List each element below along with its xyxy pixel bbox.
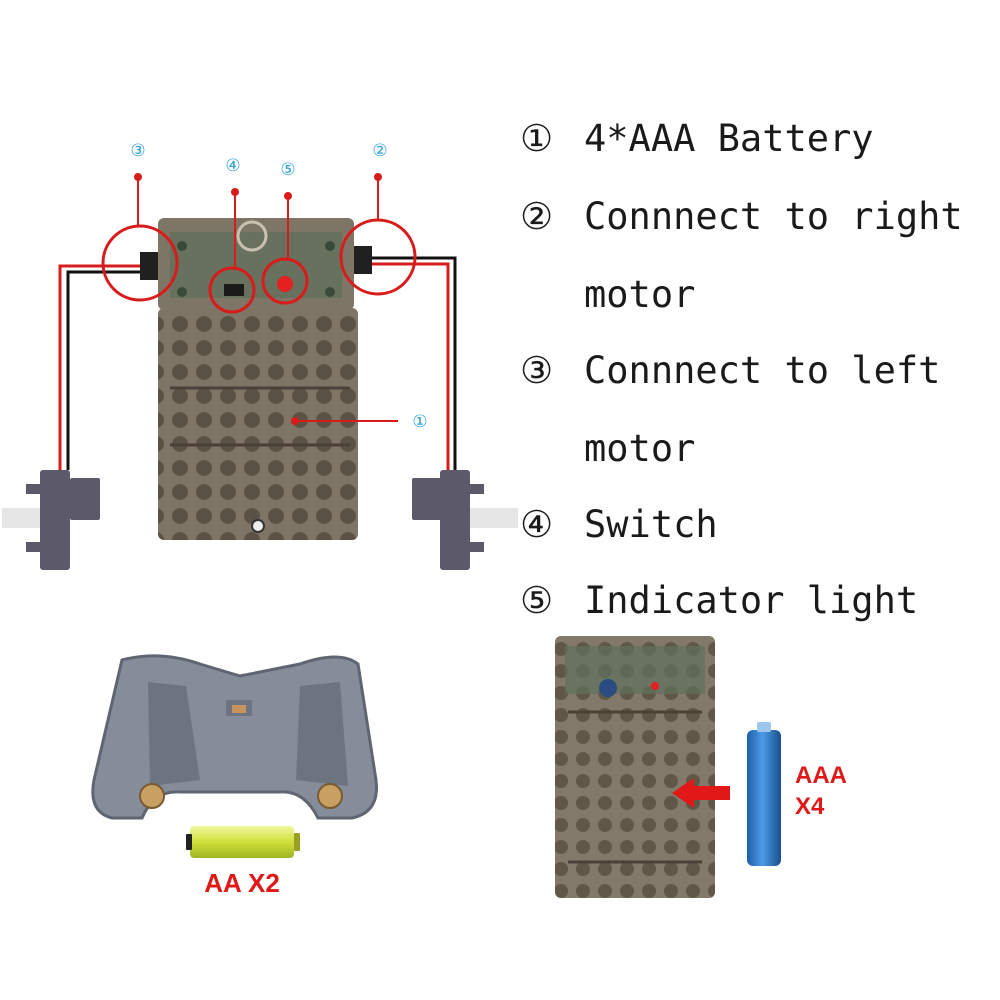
legend-item-4: ④ Switch	[520, 506, 718, 543]
aaa-label-line1: AAA	[795, 762, 847, 789]
callout-5: ⑤	[280, 160, 295, 180]
legend-item-1: ① 4*AAA Battery	[520, 120, 874, 157]
aa-battery	[186, 826, 300, 858]
callout-4: ④	[225, 156, 240, 176]
battery-compartment	[158, 308, 358, 540]
left-black-wire	[66, 270, 150, 470]
legend-num: ⑤	[520, 579, 554, 622]
insert-arrow	[672, 778, 730, 808]
callout-1: ①	[412, 412, 427, 432]
callout-3: ③	[130, 141, 145, 161]
spring-right	[317, 783, 343, 809]
legend-num: ④	[520, 503, 554, 546]
aa-battery-holder	[91, 654, 378, 820]
right-black-wire	[362, 256, 457, 470]
aa-label: AA X2	[204, 868, 280, 898]
right-motor	[412, 470, 518, 570]
legend-text: motor	[584, 427, 696, 470]
highlight-led	[261, 257, 309, 305]
legend-text: Indicator light	[584, 579, 919, 622]
legend-text: motor	[584, 273, 696, 316]
board-screw	[236, 220, 268, 252]
aaa-label-line2: X4	[795, 793, 825, 820]
legend-item-3-cont: motor	[520, 430, 695, 467]
legend-num: ②	[520, 195, 554, 238]
spring-left	[139, 783, 165, 809]
legend-num: ③	[520, 349, 554, 392]
legend-text: Connnect to left	[584, 349, 941, 392]
left-motor	[2, 470, 100, 570]
legend-text: Switch	[584, 503, 718, 546]
switch	[224, 284, 244, 296]
legend-text: 4*AAA Battery	[584, 117, 874, 160]
right-connector	[354, 246, 372, 274]
legend-item-5: ⑤ Indicator light	[520, 582, 918, 619]
aaa-battery	[747, 722, 781, 866]
legend-item-2-cont: motor	[520, 276, 695, 313]
legend-item-2: ② Connnect to right	[520, 198, 963, 235]
left-connector	[140, 252, 158, 280]
left-red-wire	[58, 264, 150, 470]
legend-num: ①	[520, 117, 554, 160]
right-red-wire	[362, 262, 450, 470]
main-battery-box: ③ ④ ⑤ ② ①	[2, 141, 518, 570]
aaa-battery-box	[555, 636, 715, 898]
callout-2: ②	[372, 141, 387, 161]
highlight-left-connector	[101, 224, 179, 302]
highlight-switch	[208, 266, 256, 314]
legend-item-3: ③ Connnect to left	[520, 352, 940, 389]
legend-text: Connnect to right	[584, 195, 963, 238]
indicator-led	[277, 276, 293, 292]
